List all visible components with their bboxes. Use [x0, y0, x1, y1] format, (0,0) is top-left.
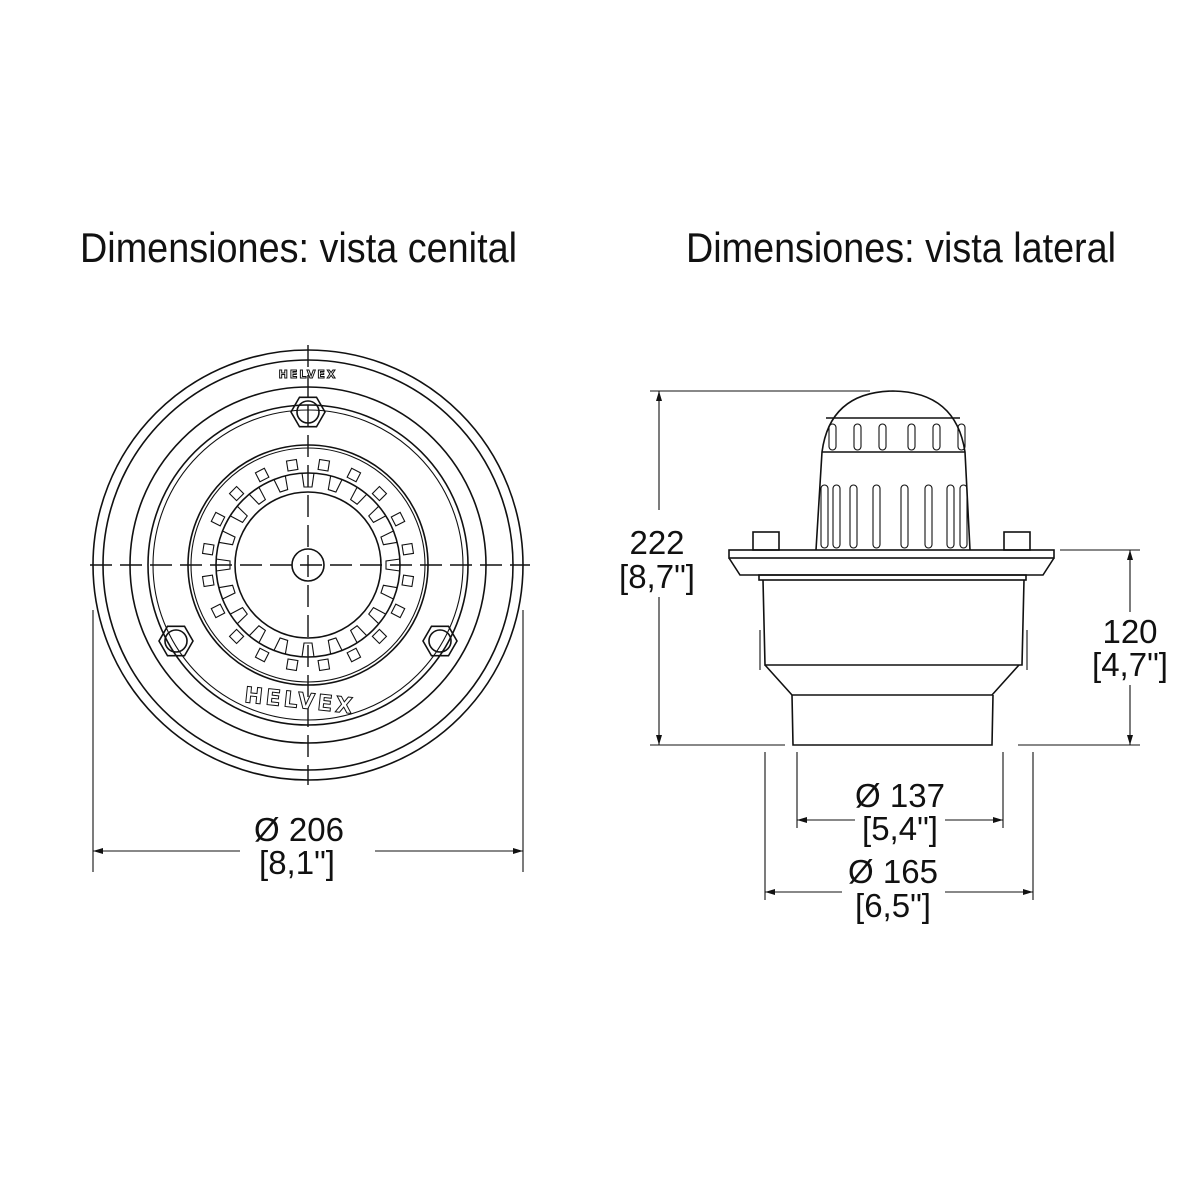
strainer-rib: [327, 475, 343, 493]
hex-nut-icon: [422, 625, 458, 657]
side-view-title: Dimensiones: vista lateral: [686, 224, 1116, 271]
strainer-slot: [390, 603, 406, 619]
strainer-rib: [368, 505, 387, 524]
strainer-rib: [380, 530, 398, 546]
dome-slot: [907, 423, 916, 451]
height-222-mm: 222: [629, 524, 684, 561]
diameter-165-dimension: Ø 165 [6,5"]: [764, 752, 1034, 924]
strainer-rib: [229, 606, 248, 625]
dome-slot: [957, 423, 966, 451]
bolt: [164, 629, 188, 653]
diameter-206-mm: Ø 206: [254, 811, 344, 848]
top-diameter-dimension: Ø 206 [8,1"]: [92, 610, 524, 881]
height-120-in: [4,7"]: [1092, 646, 1168, 683]
diameter-165-in: [6,5"]: [855, 887, 931, 924]
strainer-slot: [254, 467, 270, 483]
diameter-137-dimension: Ø 137 [5,4"]: [796, 752, 1004, 847]
hex-nuts: [158, 396, 458, 657]
bolt: [428, 629, 452, 653]
strainer-rib: [248, 625, 267, 644]
strainer-rib: [385, 558, 401, 572]
strainer-slot: [210, 511, 226, 527]
body-slot: [820, 484, 829, 549]
strainer-slot: [401, 542, 415, 556]
strainer-rib: [368, 606, 387, 625]
strainer-slot: [285, 458, 299, 472]
brand-logo-small: HELVEX: [279, 368, 338, 381]
strainer-rib: [218, 530, 236, 546]
strainer-slot: [346, 647, 362, 663]
strainer-slots: [201, 458, 415, 672]
diameter-206-in: [8,1"]: [259, 844, 335, 881]
hex-nut-icon: [158, 625, 194, 657]
strainer-slot: [401, 574, 415, 588]
dome-slot: [932, 423, 941, 451]
diameter-137-mm: Ø 137: [855, 777, 945, 814]
strainer-slot: [317, 658, 331, 672]
strainer-slot: [228, 485, 245, 502]
strainer-rib: [229, 505, 248, 524]
height-120-dimension: 120 [4,7"]: [1018, 549, 1168, 746]
brand-logo-large: HELVEX: [243, 683, 356, 720]
body-slot: [872, 484, 881, 549]
body-slot: [959, 484, 968, 549]
body-slot: [924, 484, 933, 549]
diameter-165-mm: Ø 165: [848, 853, 938, 890]
dome-slot: [878, 423, 887, 451]
strainer-slot: [201, 542, 215, 556]
body-slot: [946, 484, 955, 549]
strainer-slot: [228, 628, 245, 645]
top-view-title: Dimensiones: vista cenital: [80, 224, 517, 271]
strainer-rib: [327, 637, 343, 655]
strainer-slot: [201, 574, 215, 588]
strainer-slot: [254, 647, 270, 663]
strainer-rib: [301, 642, 315, 658]
strainer-rib: [380, 584, 398, 600]
strainer-rib: [273, 637, 289, 655]
strainer-rib: [349, 486, 368, 505]
strainer-rib: [273, 475, 289, 493]
height-222-in: [8,7"]: [619, 558, 695, 595]
strainer-rib: [248, 486, 267, 505]
diameter-137-in: [5,4"]: [862, 810, 938, 847]
top-view-drawing: HELVEX HELVEX: [90, 345, 530, 785]
height-222-dimension: 222 [8,7"]: [619, 390, 870, 746]
dome-slot: [828, 423, 837, 451]
strainer-slot: [371, 628, 388, 645]
strainer-rib: [349, 625, 368, 644]
body-slot: [900, 484, 909, 549]
strainer-slot: [371, 485, 388, 502]
strainer-slot: [285, 658, 299, 672]
strainer-rib: [218, 584, 236, 600]
strainer-slot: [346, 467, 362, 483]
strainer-slot: [317, 458, 331, 472]
side-view-drawing: [728, 390, 1055, 746]
body-slot: [849, 484, 858, 549]
dome-slot: [853, 423, 862, 451]
strainer-slot: [390, 511, 406, 527]
hex-nut-icon: [290, 396, 326, 428]
height-120-mm: 120: [1102, 613, 1157, 650]
body-slot: [832, 484, 841, 549]
strainer-slot: [210, 603, 226, 619]
